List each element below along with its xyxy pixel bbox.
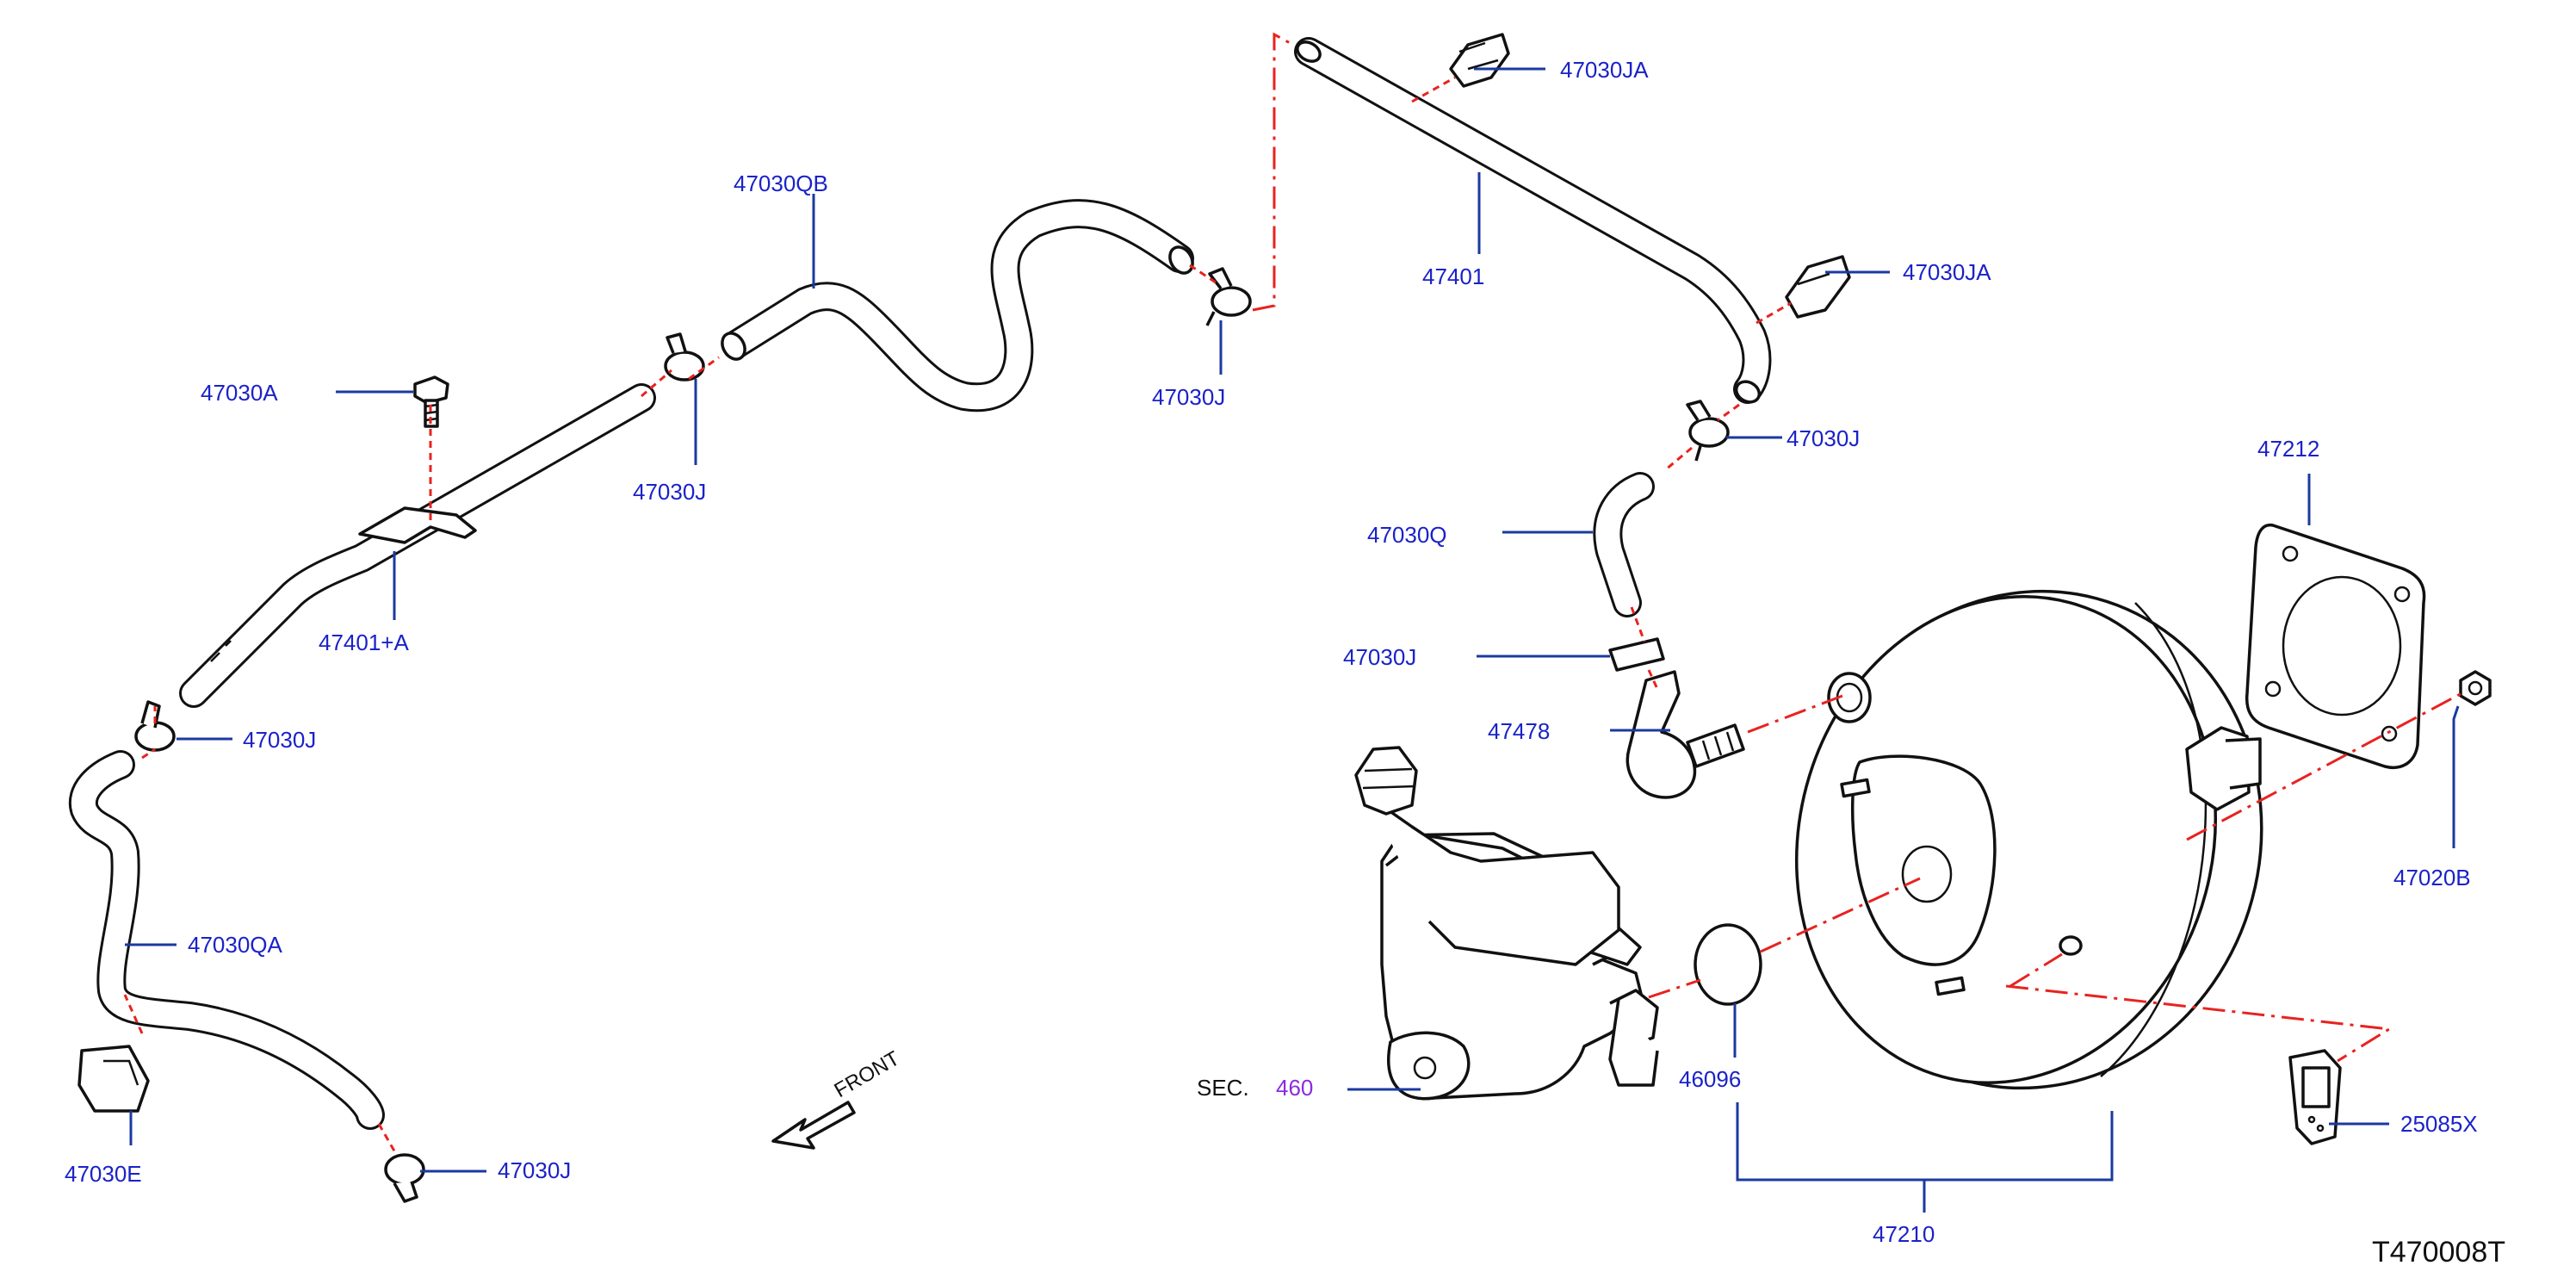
gasket-47212[interactable] [2245, 523, 2426, 769]
part-labels: 47030JA 47030QB 47401 47030JA 47030A 470… [65, 57, 2505, 1269]
label-47401-plus-a[interactable]: 47401+A [319, 630, 409, 655]
label-47030J-clamp-2[interactable]: 47030J [633, 479, 706, 505]
clamp-47030J-upper-left[interactable] [664, 332, 705, 382]
nut-47020B[interactable] [2459, 670, 2492, 706]
check-valve-47478[interactable] [1625, 670, 1745, 799]
clamp-47030J-center[interactable] [1205, 267, 1252, 326]
label-47478[interactable]: 47478 [1488, 718, 1550, 744]
pipe-47401[interactable] [1294, 37, 1772, 406]
hose-47030Q[interactable] [1593, 472, 1655, 617]
clamp-47030J-right[interactable] [1686, 400, 1730, 462]
clamp-47030J-bottom[interactable] [384, 1153, 425, 1203]
figure-id: T470008T [2372, 1236, 2505, 1269]
connector-47030JA-top[interactable] [1449, 33, 1510, 88]
label-47030A[interactable]: 47030A [201, 380, 278, 406]
connector-47030JA-mid[interactable] [1785, 255, 1851, 319]
label-47030QB[interactable]: 47030QB [734, 171, 828, 196]
bolt-47030A[interactable] [413, 375, 449, 428]
label-46096[interactable]: 46096 [1679, 1066, 1741, 1092]
clamp-47030J-check-valve[interactable] [1608, 637, 1665, 672]
leader-lines [125, 67, 2460, 1213]
label-47030JA-top[interactable]: 47030JA [1560, 57, 1649, 83]
hose-47030QB[interactable] [718, 199, 1198, 413]
o-ring-46096[interactable] [1694, 923, 1762, 1006]
label-47030QA[interactable]: 47030QA [188, 932, 283, 958]
hose-47030QA[interactable] [68, 750, 385, 1130]
brake-booster-47210[interactable] [1743, 539, 2317, 1139]
label-47030J-left[interactable]: 47030J [243, 727, 316, 753]
label-47030J-clamp-1[interactable]: 47030J [1152, 384, 1225, 410]
label-47030J-clamp-3[interactable]: 47030J [1786, 425, 1860, 451]
center-lines [123, 32, 2468, 1155]
front-direction-arrow: FRONT [771, 1046, 904, 1150]
connector-47030E[interactable] [77, 1045, 150, 1113]
label-47030JA-mid[interactable]: 47030JA [1903, 259, 1991, 285]
label-sec-460[interactable]: 460 [1276, 1075, 1313, 1101]
label-25085X[interactable]: 25085X [2400, 1111, 2478, 1137]
label-47030J-clamp-4[interactable]: 47030J [1343, 644, 1416, 670]
front-label: FRONT [831, 1046, 904, 1102]
label-47401[interactable]: 47401 [1422, 264, 1484, 289]
sensor-25085X[interactable] [2288, 1049, 2342, 1145]
label-47210[interactable]: 47210 [1873, 1221, 1935, 1247]
label-47030E[interactable]: 47030E [65, 1161, 142, 1187]
label-47030J-bottom[interactable]: 47030J [498, 1157, 571, 1183]
label-47212[interactable]: 47212 [2257, 436, 2319, 462]
label-47030Q[interactable]: 47030Q [1367, 522, 1447, 548]
label-47020B[interactable]: 47020B [2393, 865, 2471, 890]
pipe-47401-plus-a[interactable] [179, 383, 656, 708]
master-cylinder-sec-460[interactable] [1354, 746, 1659, 1101]
label-sec-prefix: SEC. [1197, 1075, 1249, 1101]
